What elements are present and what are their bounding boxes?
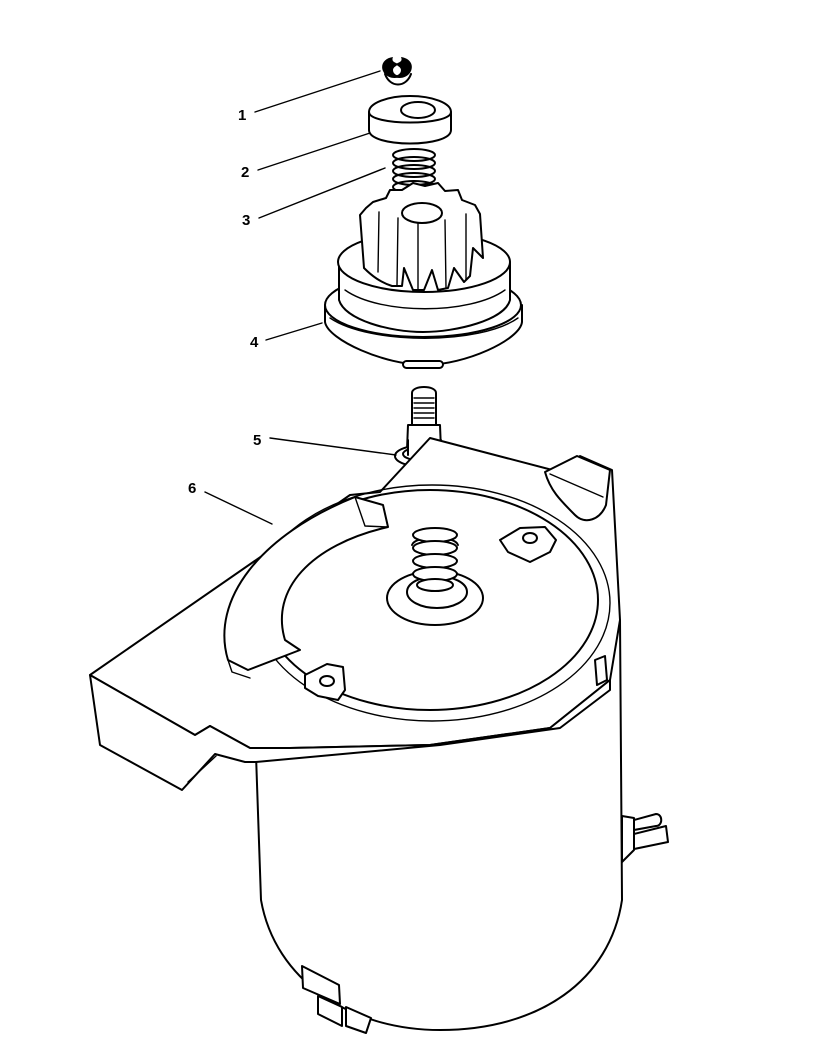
leader-line-3 xyxy=(258,167,386,219)
leader-line-4 xyxy=(265,322,323,341)
leader-line-5 xyxy=(269,437,397,456)
starter-housing-part xyxy=(89,437,669,1034)
callout-label-5: 5 xyxy=(253,432,262,449)
callout-label-6: 6 xyxy=(188,480,197,497)
leader-line-2 xyxy=(257,132,371,171)
callout-label-1: 1 xyxy=(238,107,247,124)
leader-line-1 xyxy=(254,70,381,113)
callout-label-2: 2 xyxy=(241,164,250,181)
leader-lines xyxy=(204,70,397,525)
pinion-drive-part xyxy=(324,182,523,369)
leader-line-6 xyxy=(204,491,273,525)
callout-label-3: 3 xyxy=(242,212,251,229)
retaining-clip-part xyxy=(382,57,412,86)
callout-label-4: 4 xyxy=(250,334,259,351)
collar-part xyxy=(368,95,452,145)
